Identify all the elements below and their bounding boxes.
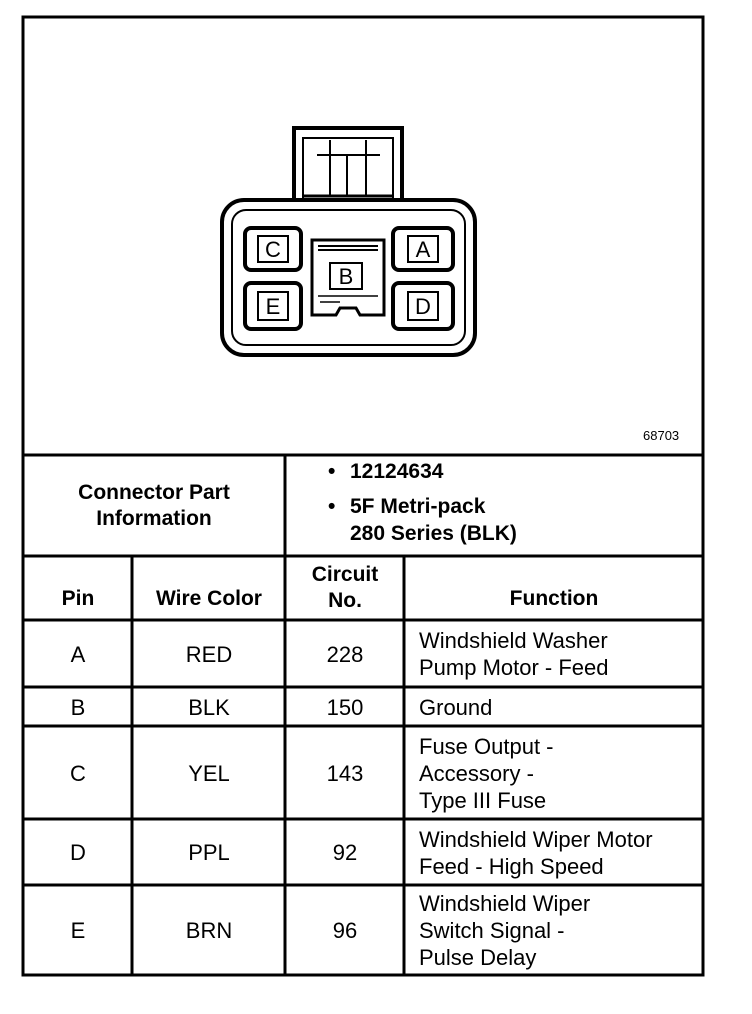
row-pin: C bbox=[70, 760, 86, 786]
part-info-label: Connector Part Information bbox=[78, 480, 230, 530]
row-function: Windshield Washer Pump Motor - Feed bbox=[419, 628, 609, 680]
row-function: Windshield Wiper Switch Signal - Pulse D… bbox=[419, 891, 591, 970]
header-circuit-no: Circuit No. bbox=[311, 563, 379, 612]
pin-label-c: C bbox=[265, 237, 281, 262]
pin-label-e: E bbox=[266, 294, 281, 319]
pin-label-b: B bbox=[339, 264, 354, 289]
figure-number: 68703 bbox=[643, 428, 680, 443]
row-pin: A bbox=[70, 641, 86, 667]
part-description: 5F Metri-pack 280 Series (BLK) bbox=[350, 495, 517, 545]
header-function: Function bbox=[509, 587, 599, 610]
row-pin: D bbox=[70, 840, 86, 865]
row-pin: E bbox=[70, 918, 86, 943]
row-wire-color: YEL bbox=[188, 760, 230, 786]
row-circuit-no: 92 bbox=[332, 840, 358, 865]
row-function: Windshield Wiper Motor Feed - High Speed bbox=[419, 826, 653, 879]
row-circuit-no: 143 bbox=[326, 760, 364, 786]
row-function: Fuse Output - Accessory - Type III Fuse bbox=[419, 733, 554, 813]
row-circuit-no: 150 bbox=[326, 694, 364, 720]
part-number: 12124634 bbox=[350, 460, 444, 483]
pin-label-a: A bbox=[416, 237, 431, 262]
row-circuit-no: 228 bbox=[326, 641, 364, 667]
row-wire-color: BRN bbox=[185, 918, 233, 943]
table-grid bbox=[23, 453, 703, 975]
row-wire-color: BLK bbox=[188, 694, 230, 720]
row-circuit-no: 96 bbox=[332, 918, 358, 943]
part-number-item: •12124634 bbox=[328, 460, 444, 483]
connector-drawing bbox=[220, 126, 477, 357]
row-pin: B bbox=[70, 694, 86, 720]
row-wire-color: PPL bbox=[188, 840, 230, 865]
pin-label-d: D bbox=[415, 294, 431, 319]
part-info-list: •12124634 •5F Metri-pack 280 Series (BLK… bbox=[328, 458, 517, 547]
row-wire-color: RED bbox=[185, 641, 233, 667]
header-pin: Pin bbox=[61, 587, 95, 610]
header-wire-color: Wire Color bbox=[156, 587, 262, 610]
part-desc-item: •5F Metri-pack 280 Series (BLK) bbox=[328, 495, 517, 545]
row-function: Ground bbox=[419, 694, 493, 720]
